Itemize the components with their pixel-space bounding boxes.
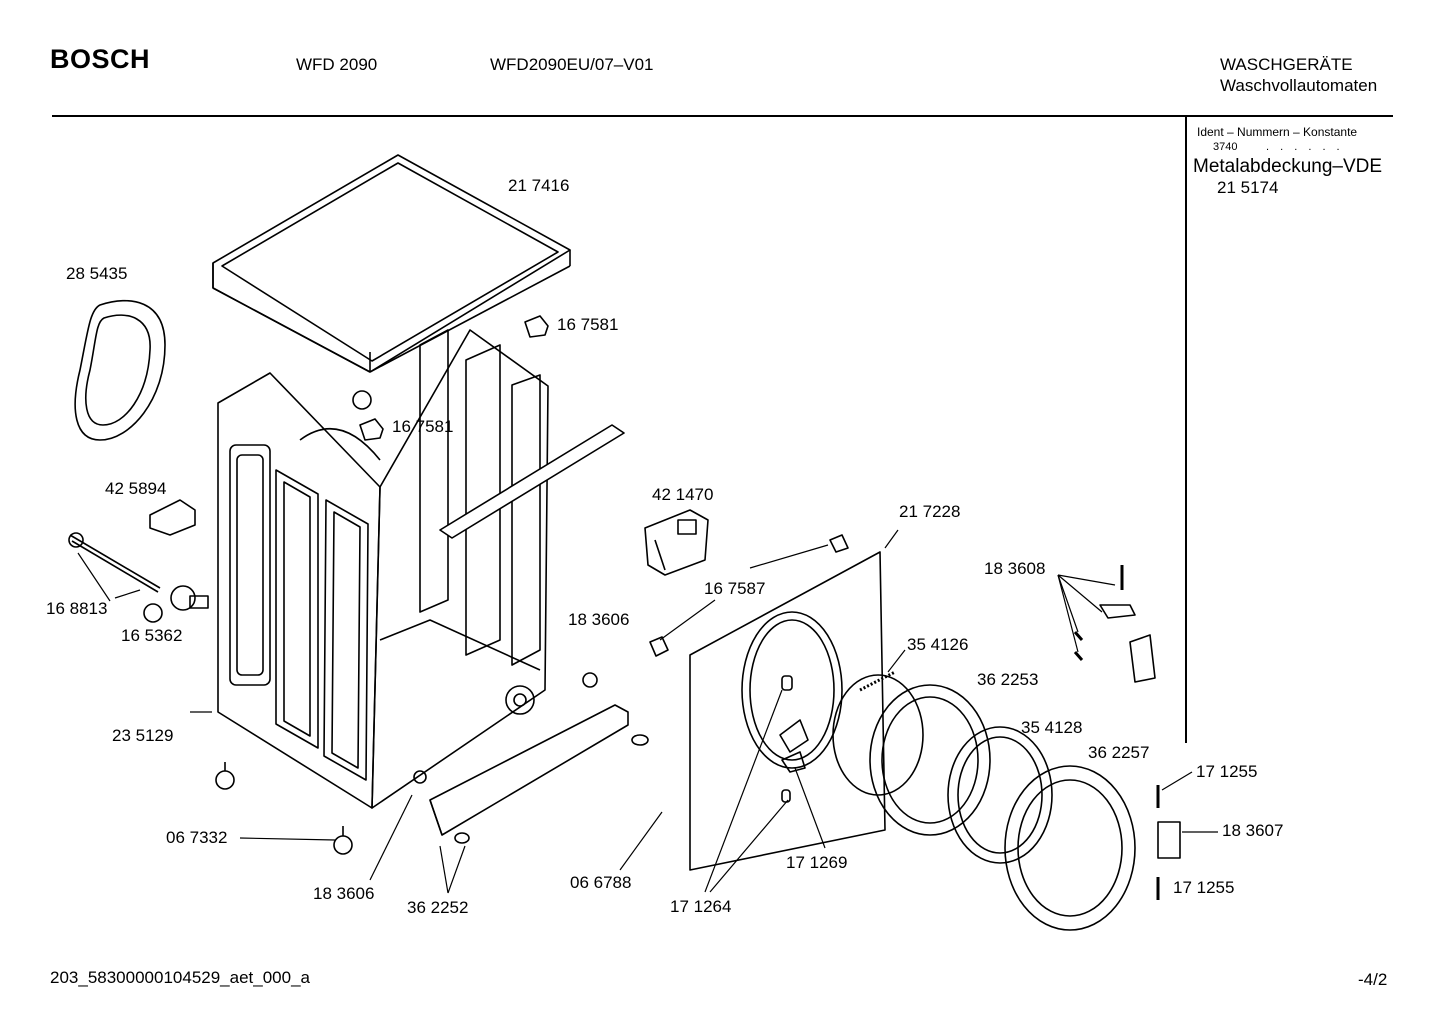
door-lock-part <box>644 509 709 576</box>
part-label: 42 5894 <box>105 479 167 498</box>
part-label: 18 3607 <box>1222 821 1284 840</box>
part-label: 18 3606 <box>568 610 630 629</box>
door-glass-part <box>947 726 1053 864</box>
part-label: 06 6788 <box>570 873 632 892</box>
part-label: 36 2257 <box>1088 743 1150 762</box>
catch-part <box>1157 821 1181 859</box>
shock-absorber-part <box>68 532 209 623</box>
part-label: 17 1264 <box>670 897 732 916</box>
part-label: 35 4128 <box>1021 718 1083 737</box>
page-number: -4/2 <box>1358 970 1388 989</box>
spring-part <box>1073 651 1084 661</box>
part-label: 06 7332 <box>166 828 228 847</box>
cross-strut-part <box>439 424 625 539</box>
adjustable-foot-part <box>215 762 353 855</box>
hook-part <box>1099 604 1136 619</box>
ident-description: Metalabdeckung–VDE <box>1193 156 1383 177</box>
part-label: 18 3606 <box>313 884 375 903</box>
part-label: 21 7228 <box>899 502 961 521</box>
part-label: 16 7587 <box>704 579 766 598</box>
sidebar-rule <box>1185 117 1187 743</box>
part-label: 17 1269 <box>786 853 848 872</box>
clip-part <box>359 418 384 441</box>
front-panel-part <box>689 551 886 871</box>
part-label: 42 1470 <box>652 485 714 504</box>
part-label: 16 7581 <box>557 315 619 334</box>
part-label: 18 3608 <box>984 559 1046 578</box>
plinth-panel-part <box>413 672 649 844</box>
top-cover-part <box>212 154 571 373</box>
part-label: 35 4126 <box>907 635 969 654</box>
part-label: 16 8813 <box>46 599 108 618</box>
part-label: 36 2252 <box>407 898 469 917</box>
ident-dots: . . . . . . <box>1266 141 1344 153</box>
clip-part <box>524 315 549 338</box>
category-title: WASCHGERÄTE <box>1220 55 1353 74</box>
brand-logo: BOSCH <box>50 44 151 74</box>
clip-part <box>829 534 849 553</box>
drawing-id: 203_58300000104529_aet_000_a <box>50 968 310 987</box>
part-label: 36 2253 <box>977 670 1039 689</box>
seal-ring-part <box>74 299 166 441</box>
part-label: 28 5435 <box>66 264 128 283</box>
part-label: 16 7581 <box>392 417 454 436</box>
spring-part <box>1073 631 1084 641</box>
model-name: WFD 2090 <box>296 55 378 74</box>
model-code: WFD2090EU/07–V01 <box>490 55 654 74</box>
part-label: 21 7416 <box>508 176 570 195</box>
ident-title: Ident – Nummern – Konstante <box>1197 125 1358 139</box>
header-rule <box>52 115 1393 117</box>
part-label: 16 5362 <box>121 626 183 645</box>
spring-part <box>859 670 896 692</box>
clip-part <box>649 636 669 657</box>
ident-code: 3740 <box>1213 141 1238 153</box>
part-label: 17 1255 <box>1173 878 1235 897</box>
hook-part <box>1129 634 1156 683</box>
clamp-part <box>149 499 196 536</box>
part-label: 23 5129 <box>112 726 174 745</box>
door-frame-part <box>869 684 991 836</box>
door-seal-part <box>832 674 924 796</box>
ident-number: 21 5174 <box>1217 178 1279 197</box>
category-subtitle: Waschvollautomaten <box>1220 76 1378 95</box>
part-label: 17 1255 <box>1196 762 1258 781</box>
door-ring-part <box>1004 765 1136 931</box>
cabinet-part <box>217 329 549 809</box>
